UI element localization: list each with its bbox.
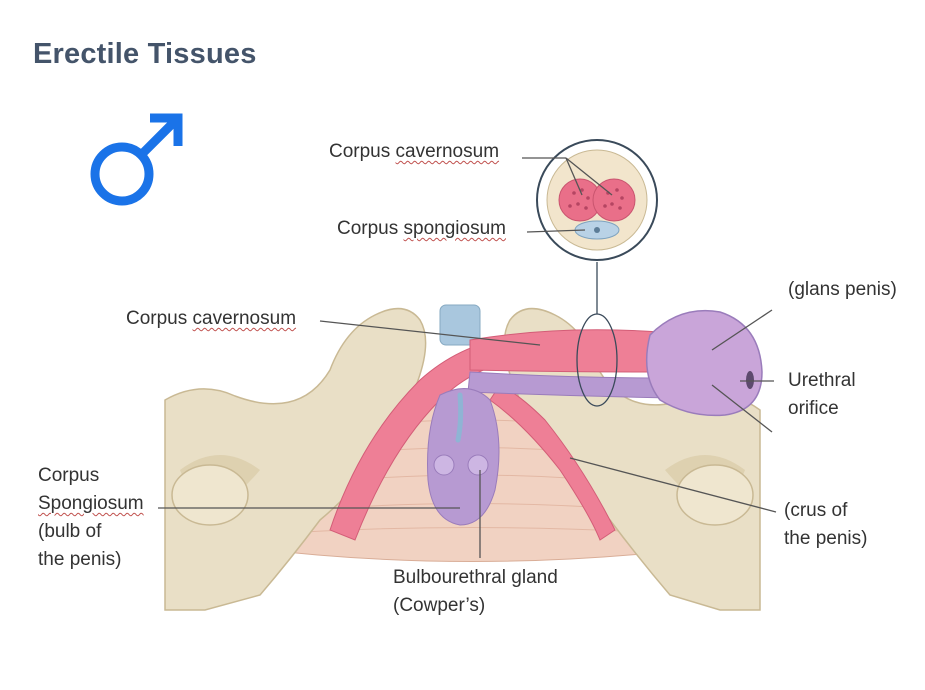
bulb-of-penis: [427, 388, 500, 526]
bulbourethral-gland-right: [467, 454, 489, 476]
bulbourethral-gland-left: [433, 454, 455, 476]
slide-title: Erectile Tissues: [33, 38, 257, 70]
urethra-in-bulb: [455, 392, 464, 443]
left-bone: [164, 307, 427, 611]
label-inset-corpus-cavernosum: Corpus cavernosum: [329, 141, 500, 162]
right-hip-joint: [676, 464, 754, 526]
leader-lines: [158, 157, 777, 558]
label-glans-penis: (glans penis): [788, 279, 897, 300]
label-corpus-spongiosum-bulb: Corpus Spongiosum (bulb of the penis): [38, 465, 144, 570]
left-hip-joint: [171, 464, 249, 526]
male-symbol-icon: [90, 113, 183, 206]
label-urethral-orifice: Urethral orifice: [788, 370, 856, 419]
label-corpus-cavernosum: Corpus cavernosum: [126, 308, 297, 329]
label-crus-of-penis: (crus of the penis): [784, 500, 868, 549]
label-inset-corpus-spongiosum: Corpus spongiosum: [337, 218, 506, 239]
penile-shaft-cavernosum: [469, 329, 666, 373]
urethral-opening: [746, 371, 754, 389]
glans-penis: [645, 309, 763, 417]
label-bulbourethral-gland: Bulbourethral gland (Cowper’s): [393, 567, 558, 616]
